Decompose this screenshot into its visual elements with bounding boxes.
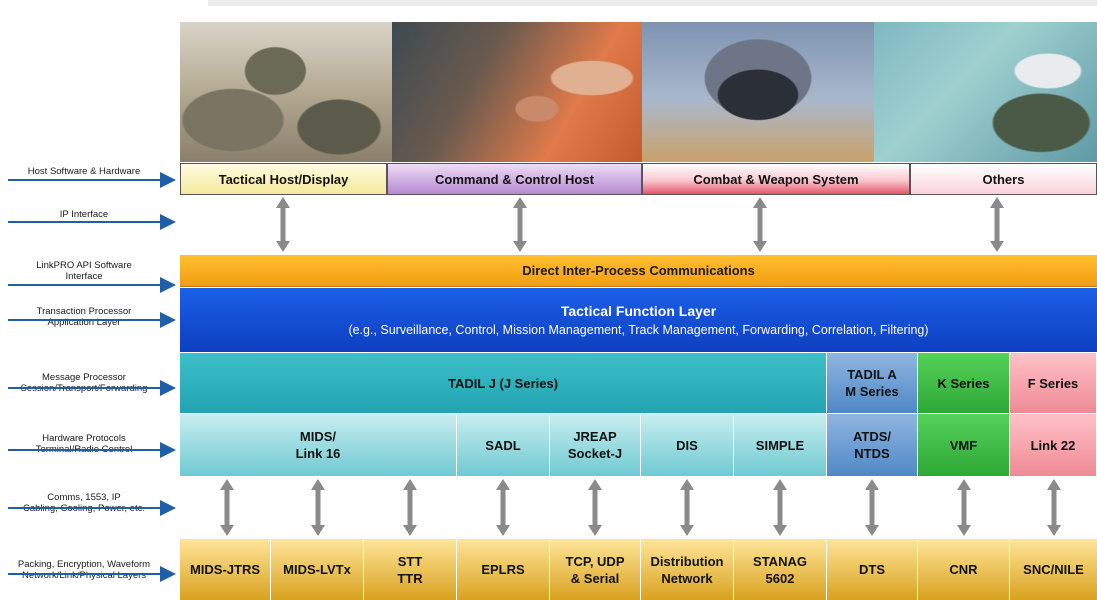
double-arrow-icon xyxy=(957,479,971,536)
double-arrow-icon xyxy=(588,479,602,536)
dts-cell: DTS xyxy=(827,539,918,600)
label-ip-interface: IP Interface xyxy=(59,209,109,220)
vmf-cell: VMF xyxy=(918,414,1010,476)
mids-link16-cell: MIDS/Link 16 xyxy=(180,414,457,476)
double-arrow-icon xyxy=(513,197,527,252)
snc-nile-cell: SNC/NILE xyxy=(1010,539,1097,600)
dis-cell: DIS xyxy=(641,414,734,476)
f-series-cell: F Series xyxy=(1010,353,1097,413)
label-linkpro-api: LinkPRO API Software Interface xyxy=(36,260,132,282)
c2-host-box: Command & Control Host xyxy=(387,163,642,195)
label-transaction-processor: Transaction Processor Application Layer xyxy=(36,306,132,328)
double-arrow-icon xyxy=(1047,479,1061,536)
tfl-subtitle: (e.g., Surveillance, Control, Mission Ma… xyxy=(348,323,929,337)
mids-jtrs-cell: MIDS-JTRS xyxy=(180,539,271,600)
soldiers-photo xyxy=(180,22,392,162)
helicopter-crew-photo xyxy=(874,22,1097,162)
label-host-software: Host Software & Hardware xyxy=(27,166,141,177)
double-arrow-icon xyxy=(773,479,787,536)
simple-cell: SIMPLE xyxy=(734,414,827,476)
double-arrow-icon xyxy=(311,479,325,536)
cnr-cell: CNR xyxy=(918,539,1010,600)
label-packing: Packing, Encryption, Waveform Network/Li… xyxy=(17,559,151,581)
eplrs-cell: EPLRS xyxy=(457,539,550,600)
mids-lvtx-cell: MIDS-LVTx xyxy=(271,539,364,600)
double-arrow-icon xyxy=(276,197,290,252)
tactical-host-box: Tactical Host/Display xyxy=(180,163,387,195)
atds-ntds-cell: ATDS/NTDS xyxy=(827,414,918,476)
tactical-function-layer: Tactical Function Layer (e.g., Surveilla… xyxy=(180,288,1097,352)
link22-cell: Link 22 xyxy=(1010,414,1097,476)
pilot-photo xyxy=(642,22,874,162)
combat-weapon-box: Combat & Weapon System xyxy=(642,163,910,195)
others-box: Others xyxy=(910,163,1097,195)
double-arrow-icon xyxy=(753,197,767,252)
top-bar xyxy=(208,0,1097,6)
tcp-udp-serial-cell: TCP, UDP& Serial xyxy=(550,539,641,600)
k-series-cell: K Series xyxy=(918,353,1010,413)
double-arrow-icon xyxy=(496,479,510,536)
double-arrow-icon xyxy=(403,479,417,536)
dipc-band: Direct Inter-Process Communications xyxy=(180,255,1097,287)
tfl-title: Tactical Function Layer xyxy=(560,303,717,319)
double-arrow-icon xyxy=(680,479,694,536)
control-room-photo xyxy=(392,22,642,162)
tadil-j-cell: TADIL J (J Series) xyxy=(180,353,827,413)
sadl-cell: SADL xyxy=(457,414,550,476)
double-arrow-icon xyxy=(865,479,879,536)
double-arrow-icon xyxy=(990,197,1004,252)
double-arrow-icon xyxy=(220,479,234,536)
